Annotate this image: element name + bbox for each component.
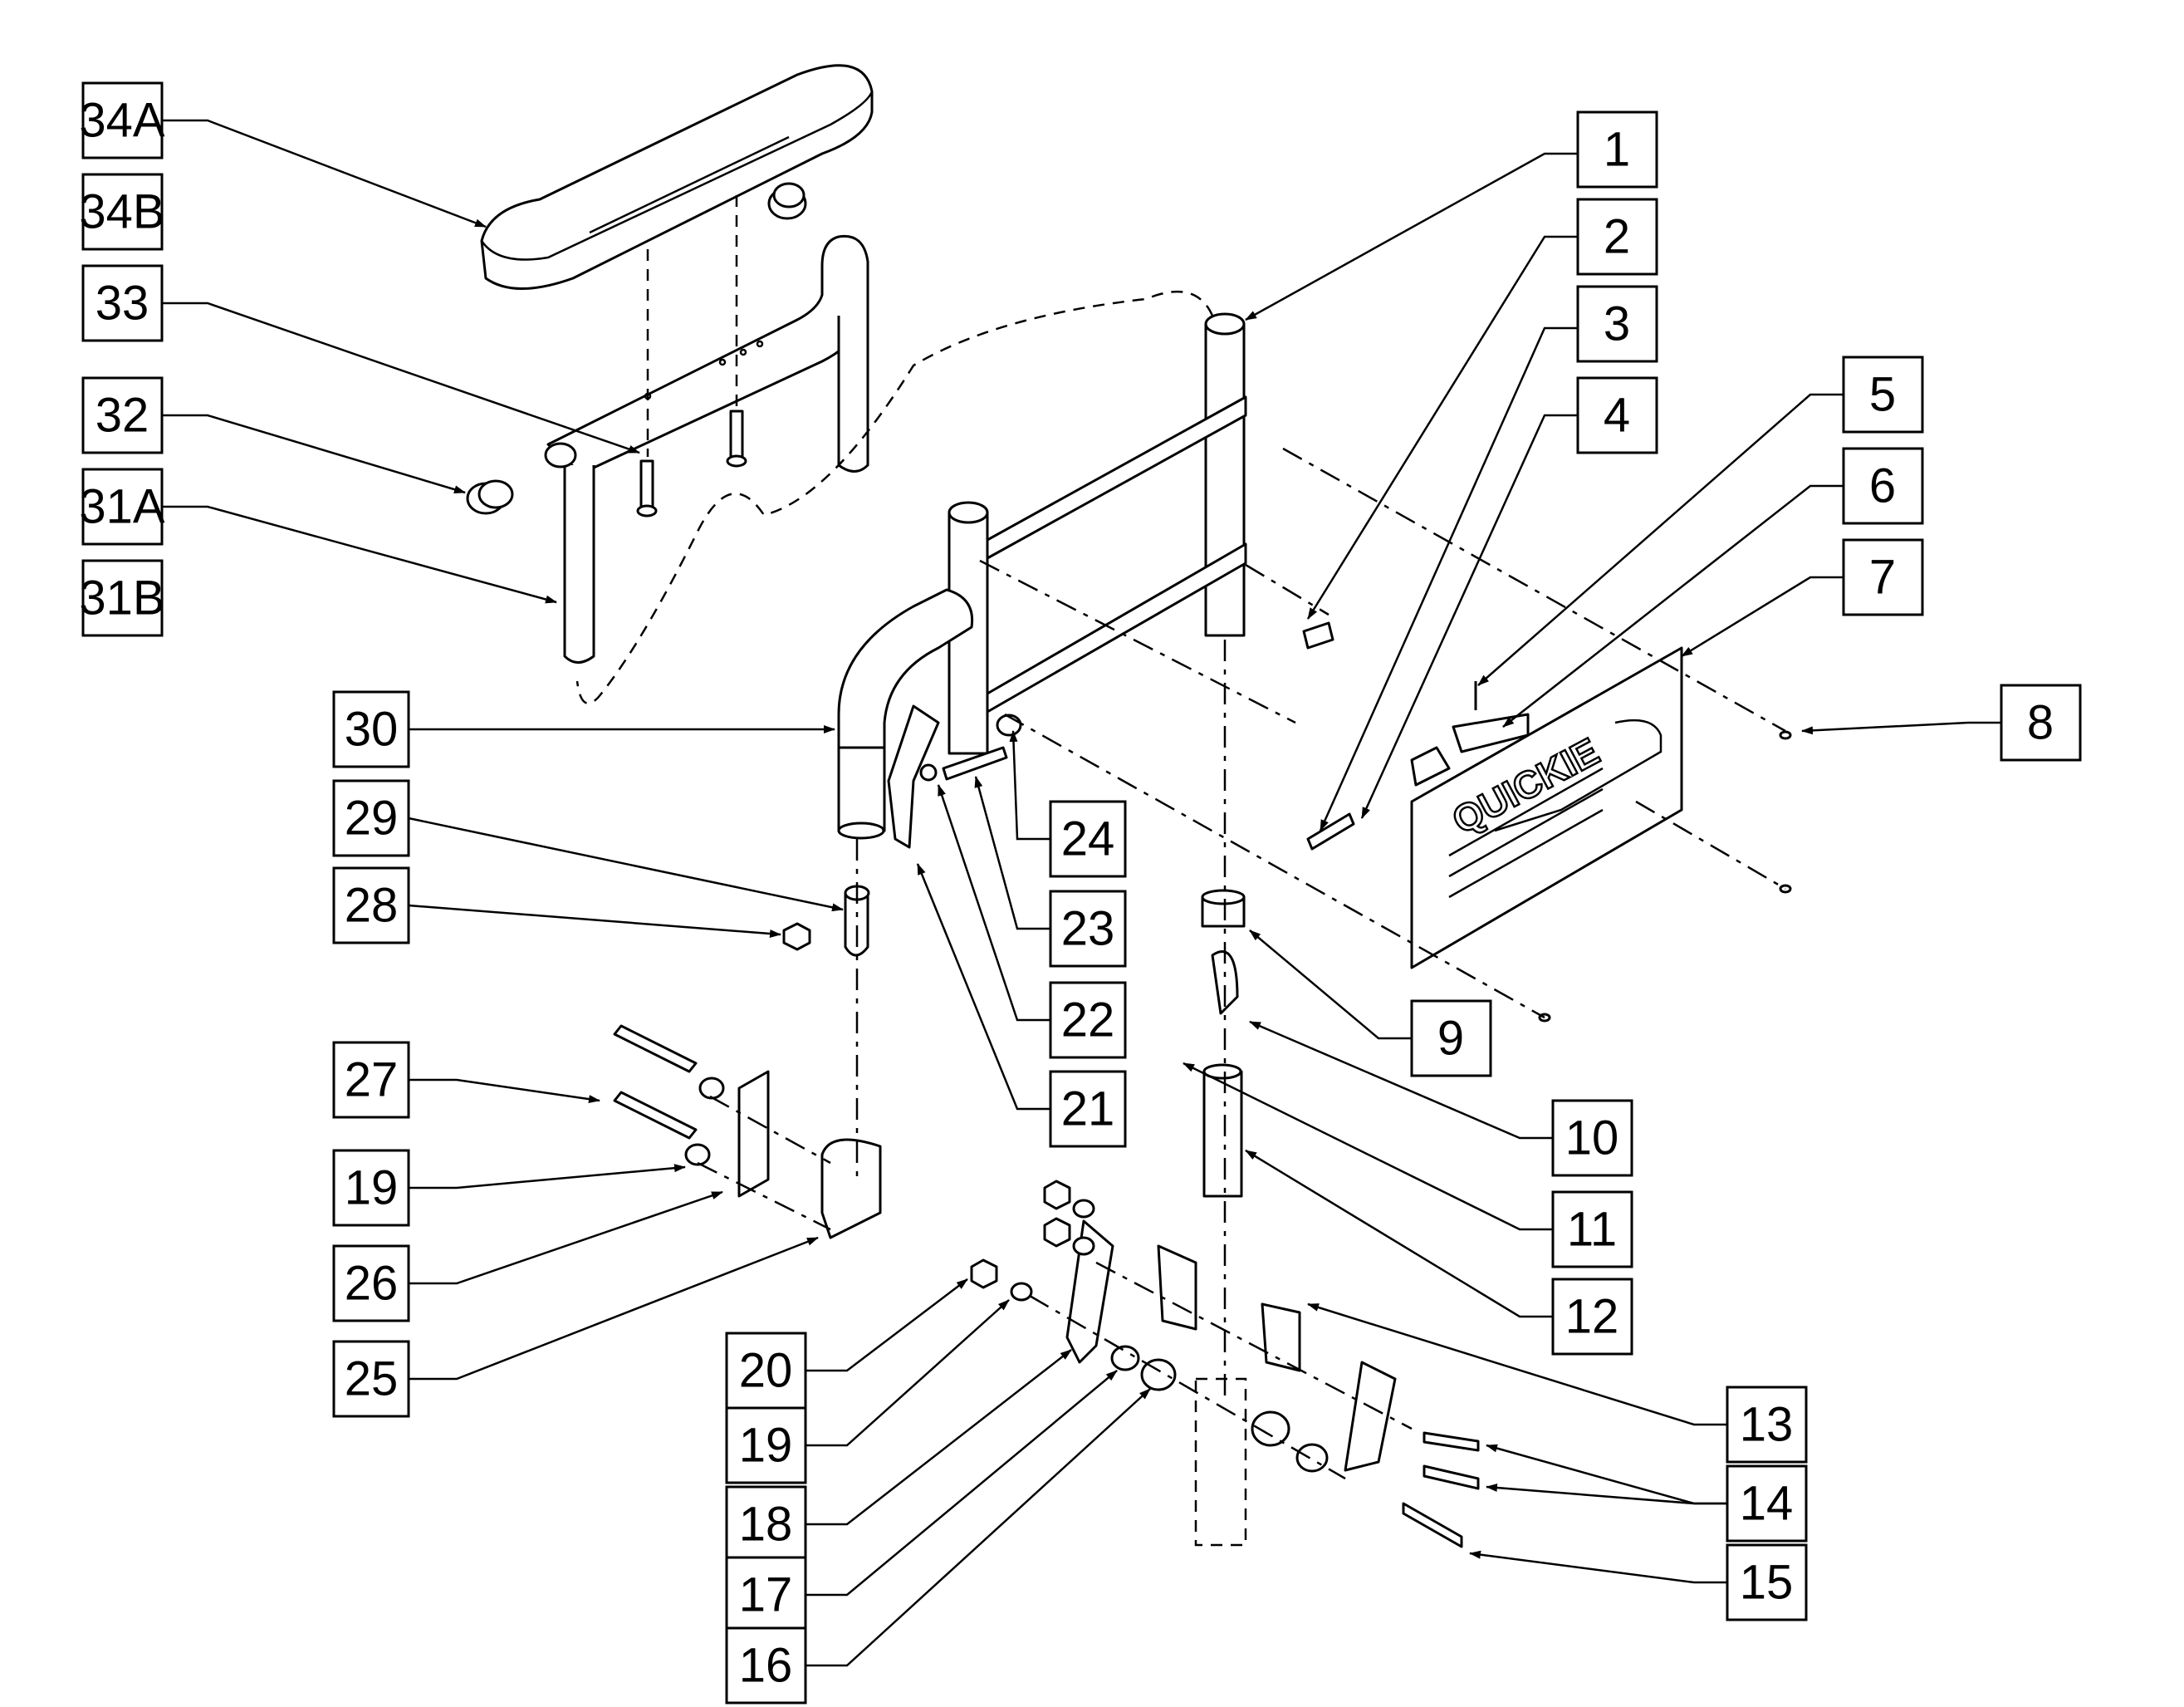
label-13: 13 xyxy=(1726,1386,1808,1464)
svg-text:17: 17 xyxy=(739,1568,793,1622)
label-28: 28 xyxy=(332,866,410,944)
svg-text:31B: 31B xyxy=(79,571,164,625)
svg-text:20: 20 xyxy=(739,1344,793,1398)
svg-text:24: 24 xyxy=(1061,812,1115,866)
label-5: 5 xyxy=(1842,356,1924,434)
label-1: 1 xyxy=(1576,110,1658,189)
svg-text:1: 1 xyxy=(1604,123,1630,177)
label-31a: 31A xyxy=(79,468,165,546)
part-labels: 34A 34B 33 32 31A 31B 30 29 28 27 19 26 … xyxy=(79,81,2082,1705)
svg-text:14: 14 xyxy=(1740,1477,1794,1531)
label-34b: 34B xyxy=(79,173,165,251)
receiver-drawing xyxy=(782,885,870,957)
pins-drawing xyxy=(1302,621,1792,1023)
caster-hardware-drawing xyxy=(970,889,1480,1548)
svg-text:6: 6 xyxy=(1869,459,1896,513)
svg-text:15: 15 xyxy=(1740,1556,1794,1610)
svg-text:30: 30 xyxy=(345,703,399,757)
label-16: 16 xyxy=(725,1626,807,1705)
svg-text:28: 28 xyxy=(345,879,399,933)
svg-text:25: 25 xyxy=(345,1352,399,1406)
side-panel-drawing: QUICKIE xyxy=(1410,646,1683,969)
label-15: 15 xyxy=(1726,1543,1808,1621)
label-6: 6 xyxy=(1842,447,1924,525)
label-9: 9 xyxy=(1410,999,1492,1077)
label-10: 10 xyxy=(1551,1099,1633,1177)
label-7: 7 xyxy=(1842,538,1924,616)
svg-text:23: 23 xyxy=(1061,902,1115,956)
svg-text:19: 19 xyxy=(739,1419,793,1473)
label-19-lower: 19 xyxy=(725,1406,807,1484)
label-12: 12 xyxy=(1551,1278,1633,1356)
front-tube-drawing xyxy=(837,588,974,840)
svg-text:5: 5 xyxy=(1869,368,1896,422)
label-18: 18 xyxy=(725,1485,807,1563)
svg-text:11: 11 xyxy=(1567,1203,1617,1257)
screws-and-caps-drawing xyxy=(466,182,807,517)
assembly-centerlines xyxy=(697,447,1786,1480)
svg-text:31A: 31A xyxy=(79,480,165,534)
label-4: 4 xyxy=(1576,376,1658,454)
svg-text:3: 3 xyxy=(1604,297,1630,351)
svg-text:19: 19 xyxy=(345,1161,399,1215)
svg-text:4: 4 xyxy=(1604,389,1630,443)
armrest-pad-drawing xyxy=(480,64,874,290)
label-30: 30 xyxy=(332,690,410,768)
label-29: 29 xyxy=(332,779,410,857)
label-31b: 31B xyxy=(79,559,165,637)
label-20: 20 xyxy=(725,1332,807,1410)
svg-text:32: 32 xyxy=(95,389,149,443)
label-3: 3 xyxy=(1576,285,1658,363)
side-frame-drawing xyxy=(948,312,1247,755)
label-22: 22 xyxy=(1049,981,1127,1059)
svg-text:13: 13 xyxy=(1740,1398,1794,1452)
svg-text:22: 22 xyxy=(1061,993,1115,1047)
label-21: 21 xyxy=(1049,1070,1127,1148)
label-8: 8 xyxy=(2000,684,2082,762)
svg-text:10: 10 xyxy=(1565,1111,1619,1165)
svg-text:21: 21 xyxy=(1061,1082,1115,1136)
leader-lines xyxy=(162,119,2001,1667)
svg-text:27: 27 xyxy=(345,1053,399,1107)
armrest-frame-drawing xyxy=(544,234,869,664)
svg-text:18: 18 xyxy=(739,1498,793,1552)
svg-text:26: 26 xyxy=(345,1257,399,1311)
svg-text:7: 7 xyxy=(1869,551,1896,605)
label-33: 33 xyxy=(81,264,164,342)
svg-text:12: 12 xyxy=(1565,1290,1619,1344)
label-17: 17 xyxy=(725,1556,807,1634)
label-14: 14 xyxy=(1726,1464,1808,1543)
label-27: 27 xyxy=(332,1041,410,1119)
latch-drawing xyxy=(887,704,1022,849)
label-2: 2 xyxy=(1576,198,1658,276)
label-24: 24 xyxy=(1049,800,1127,878)
svg-text:2: 2 xyxy=(1604,210,1630,264)
label-26: 26 xyxy=(332,1244,410,1322)
clamp-drawing xyxy=(613,1024,882,1239)
label-19-upper: 19 xyxy=(332,1149,410,1227)
label-11: 11 xyxy=(1551,1190,1633,1268)
exploded-parts: QUICKIE xyxy=(466,64,1792,1548)
svg-text:33: 33 xyxy=(95,277,149,331)
svg-text:34B: 34B xyxy=(79,185,164,239)
label-34a: 34A xyxy=(79,81,165,159)
label-32: 32 xyxy=(81,376,164,454)
svg-text:8: 8 xyxy=(2027,696,2054,750)
label-23: 23 xyxy=(1049,890,1127,968)
svg-text:34A: 34A xyxy=(79,94,165,148)
svg-text:9: 9 xyxy=(1437,1012,1464,1066)
svg-text:29: 29 xyxy=(345,792,399,846)
svg-text:16: 16 xyxy=(739,1639,793,1693)
label-25: 25 xyxy=(332,1340,410,1418)
